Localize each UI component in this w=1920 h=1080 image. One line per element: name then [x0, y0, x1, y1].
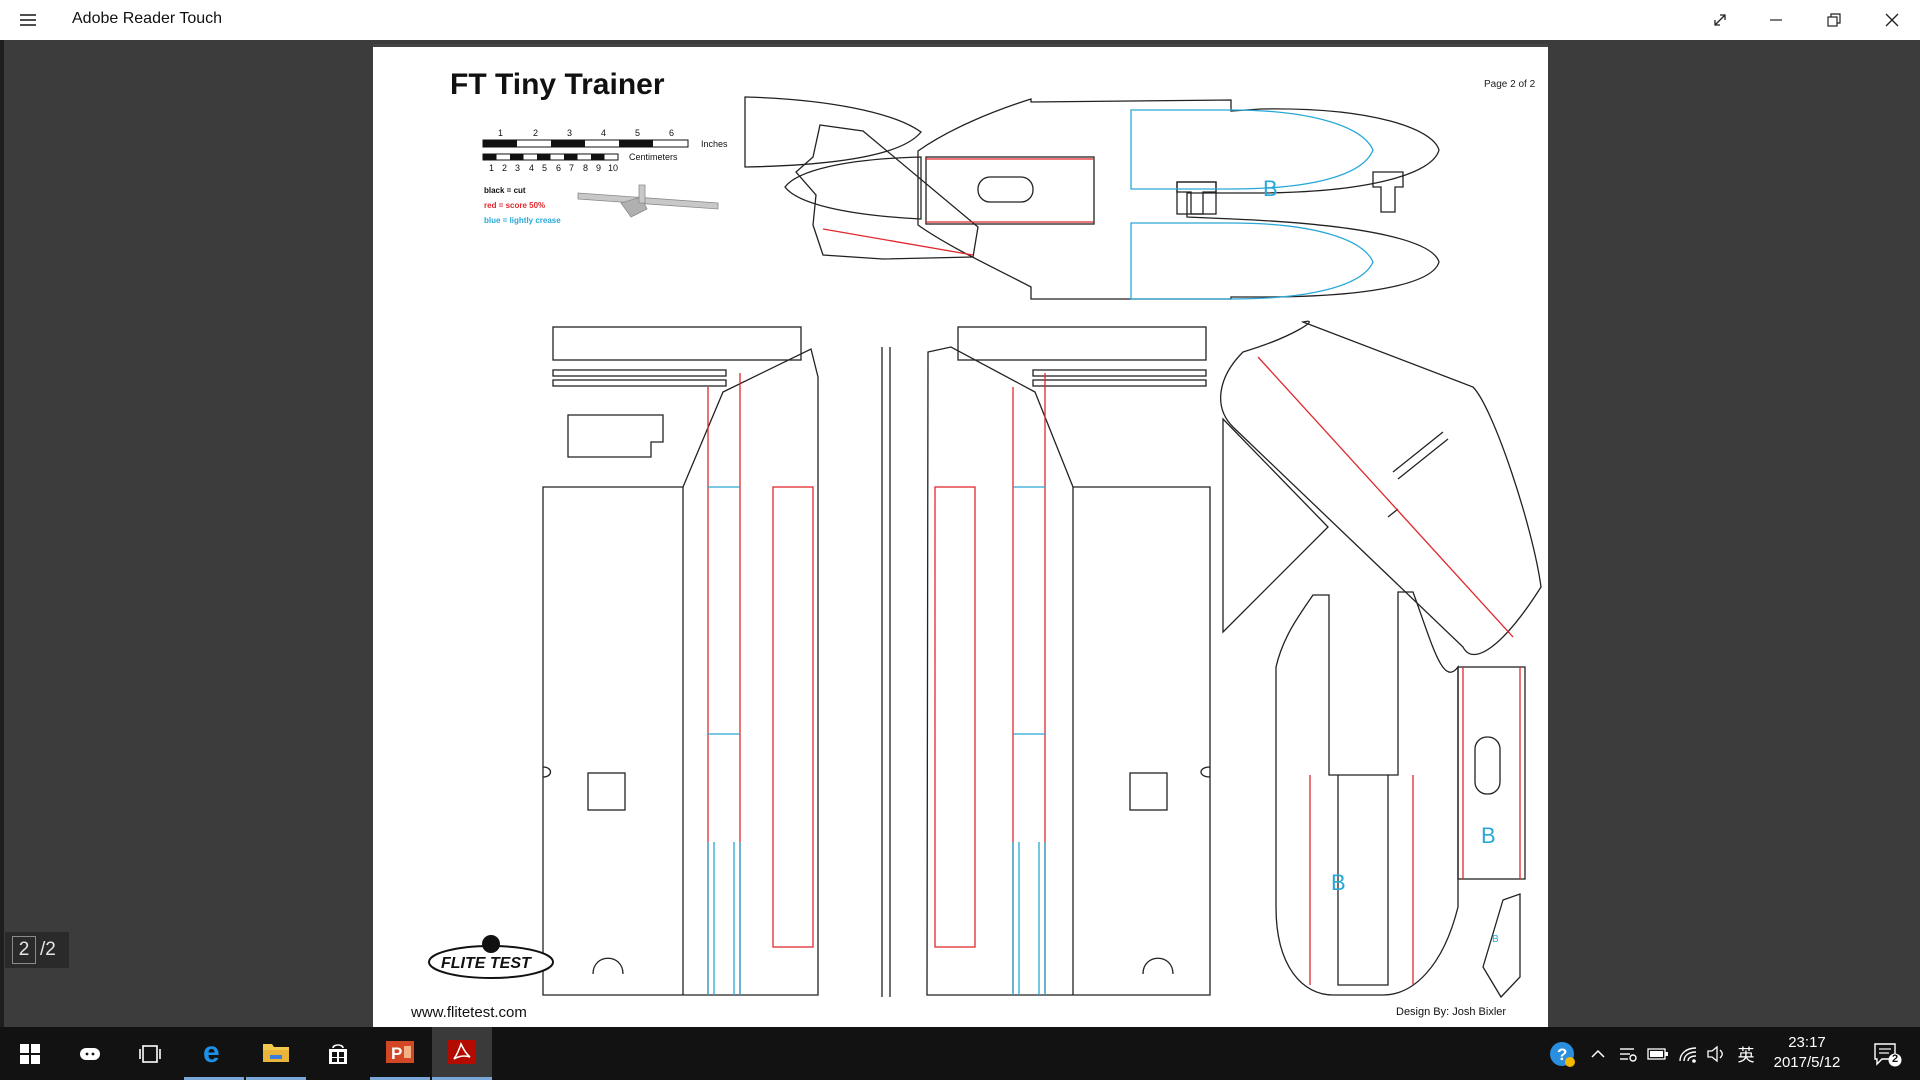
- edge-button[interactable]: e: [184, 1027, 244, 1080]
- inch-tick: 6: [669, 128, 674, 138]
- wifi-icon: [1679, 1046, 1697, 1063]
- website-url: www.flitetest.com: [410, 1004, 527, 1021]
- close-button[interactable]: [1864, 0, 1920, 40]
- windows-logo-icon: [20, 1043, 40, 1064]
- airplane-icon: [577, 184, 719, 218]
- cm-tick: 2: [502, 163, 507, 173]
- cm-tick: 7: [569, 163, 574, 173]
- legend-crease: blue = lightly crease: [484, 216, 561, 225]
- folder-icon: [263, 1044, 289, 1062]
- cm-tick: 3: [515, 163, 520, 173]
- close-icon: [1885, 13, 1899, 27]
- part-marks: B B B B: [1263, 176, 1499, 945]
- cm-scale: [482, 153, 619, 161]
- pdf-page: FT Tiny Trainer Page 2 of 2 1 2 3 4 5 6 …: [373, 44, 1548, 1030]
- task-view-button[interactable]: [120, 1027, 180, 1080]
- store-icon: [329, 1043, 347, 1064]
- cortana-button[interactable]: [60, 1027, 120, 1080]
- show-hidden-icons-button[interactable]: [1584, 1027, 1612, 1080]
- taskbar: e P ? 英 23:17 2017/5/12 2: [0, 1027, 1920, 1080]
- inch-tick: 3: [567, 128, 572, 138]
- cm-tick: 8: [583, 163, 588, 173]
- notification-icon: [1874, 1042, 1902, 1066]
- cm-tick: 9: [596, 163, 601, 173]
- cm-tick: 10: [608, 163, 618, 173]
- part-mark-b: B: [1481, 823, 1496, 848]
- cm-tick: 5: [542, 163, 547, 173]
- keyboard-settings-icon: [1620, 1047, 1637, 1062]
- minimize-button[interactable]: [1748, 0, 1804, 40]
- plan-title: FT Tiny Trainer: [450, 68, 665, 101]
- restore-button[interactable]: [1806, 0, 1862, 40]
- page-counter[interactable]: 2 /2: [5, 932, 69, 968]
- plan-drawing: FT Tiny Trainer Page 2 of 2 1 2 3 4 5 6 …: [410, 68, 1542, 1021]
- legend-score: red = score 50%: [484, 201, 545, 210]
- part-mark-b: B: [1263, 176, 1278, 201]
- speaker-icon: [1707, 1045, 1723, 1062]
- fullscreen-icon: [1714, 14, 1726, 26]
- inch-ticks: 1 2 3 4 5 6: [498, 128, 674, 138]
- cm-ticks: 1 2 3 4 5 6 7 8 9 10: [489, 163, 618, 173]
- cm-tick: 6: [556, 163, 561, 173]
- inch-tick: 4: [601, 128, 606, 138]
- fullscreen-button[interactable]: [1692, 0, 1748, 40]
- svg-text:?: ?: [1557, 1045, 1567, 1064]
- battery-icon: [1647, 1047, 1668, 1060]
- hamburger-menu-icon[interactable]: [16, 8, 40, 32]
- app-title: Adobe Reader Touch: [72, 10, 223, 27]
- score-lines: [707, 158, 1521, 995]
- inch-tick: 1: [498, 128, 503, 138]
- cm-tick: 1: [489, 163, 494, 173]
- powerpoint-button[interactable]: P: [370, 1027, 430, 1080]
- inch-scale: [482, 139, 689, 148]
- inch-tick: 2: [533, 128, 538, 138]
- centimeters-label: Centimeters: [629, 152, 678, 162]
- file-explorer-button[interactable]: [246, 1027, 306, 1080]
- ime-indicator[interactable]: 英: [1737, 1046, 1755, 1065]
- inches-label: Inches: [701, 139, 728, 149]
- battery-button[interactable]: [1644, 1027, 1672, 1080]
- legend-cut: black = cut: [484, 186, 526, 195]
- task-view-icon: [139, 1044, 161, 1063]
- clock[interactable]: 23:17 2017/5/12: [1760, 1033, 1854, 1073]
- crease-lines: [707, 109, 1374, 995]
- cut-lines: [542, 96, 1542, 999]
- total-pages: /2: [40, 939, 56, 960]
- notification-count: 2: [1892, 1053, 1899, 1065]
- input-indicator-button[interactable]: [1614, 1027, 1642, 1080]
- network-button[interactable]: [1674, 1027, 1702, 1080]
- edge-icon: e: [203, 1039, 220, 1065]
- restore-icon: [1827, 13, 1841, 27]
- title-bar: Adobe Reader Touch: [0, 0, 1920, 40]
- part-mark-b: B: [1492, 934, 1499, 945]
- logo-text: FLITE TEST: [441, 955, 532, 972]
- minimize-icon: [1770, 19, 1782, 21]
- start-button[interactable]: [0, 1027, 60, 1080]
- help-tray-button[interactable]: ?: [1544, 1027, 1580, 1080]
- volume-button[interactable]: [1702, 1027, 1730, 1080]
- page-label: Page 2 of 2: [1484, 79, 1536, 90]
- chevron-up-icon: [1591, 1049, 1605, 1058]
- svg-text:P: P: [391, 1044, 402, 1063]
- viewer-left-edge: [0, 40, 4, 1027]
- flite-test-logo: FLITE TEST: [428, 935, 554, 979]
- designer-credit: Design By: Josh Bixler: [1396, 1006, 1506, 1018]
- action-center-button[interactable]: 2: [1862, 1027, 1912, 1080]
- cortana-icon: [80, 1047, 100, 1060]
- part-mark-b: B: [1331, 870, 1346, 895]
- adobe-reader-button[interactable]: [432, 1027, 492, 1080]
- clock-date: 2017/5/12: [1773, 1054, 1841, 1071]
- powerpoint-icon: P: [386, 1041, 414, 1063]
- inch-tick: 5: [635, 128, 640, 138]
- help-icon: ?: [1550, 1041, 1575, 1067]
- current-page-field[interactable]: 2: [12, 936, 36, 964]
- clock-time: 23:17: [1788, 1034, 1826, 1051]
- svg-text:e: e: [203, 1039, 220, 1065]
- cm-tick: 4: [529, 163, 534, 173]
- adobe-reader-icon: [448, 1040, 476, 1064]
- store-button[interactable]: [308, 1027, 368, 1080]
